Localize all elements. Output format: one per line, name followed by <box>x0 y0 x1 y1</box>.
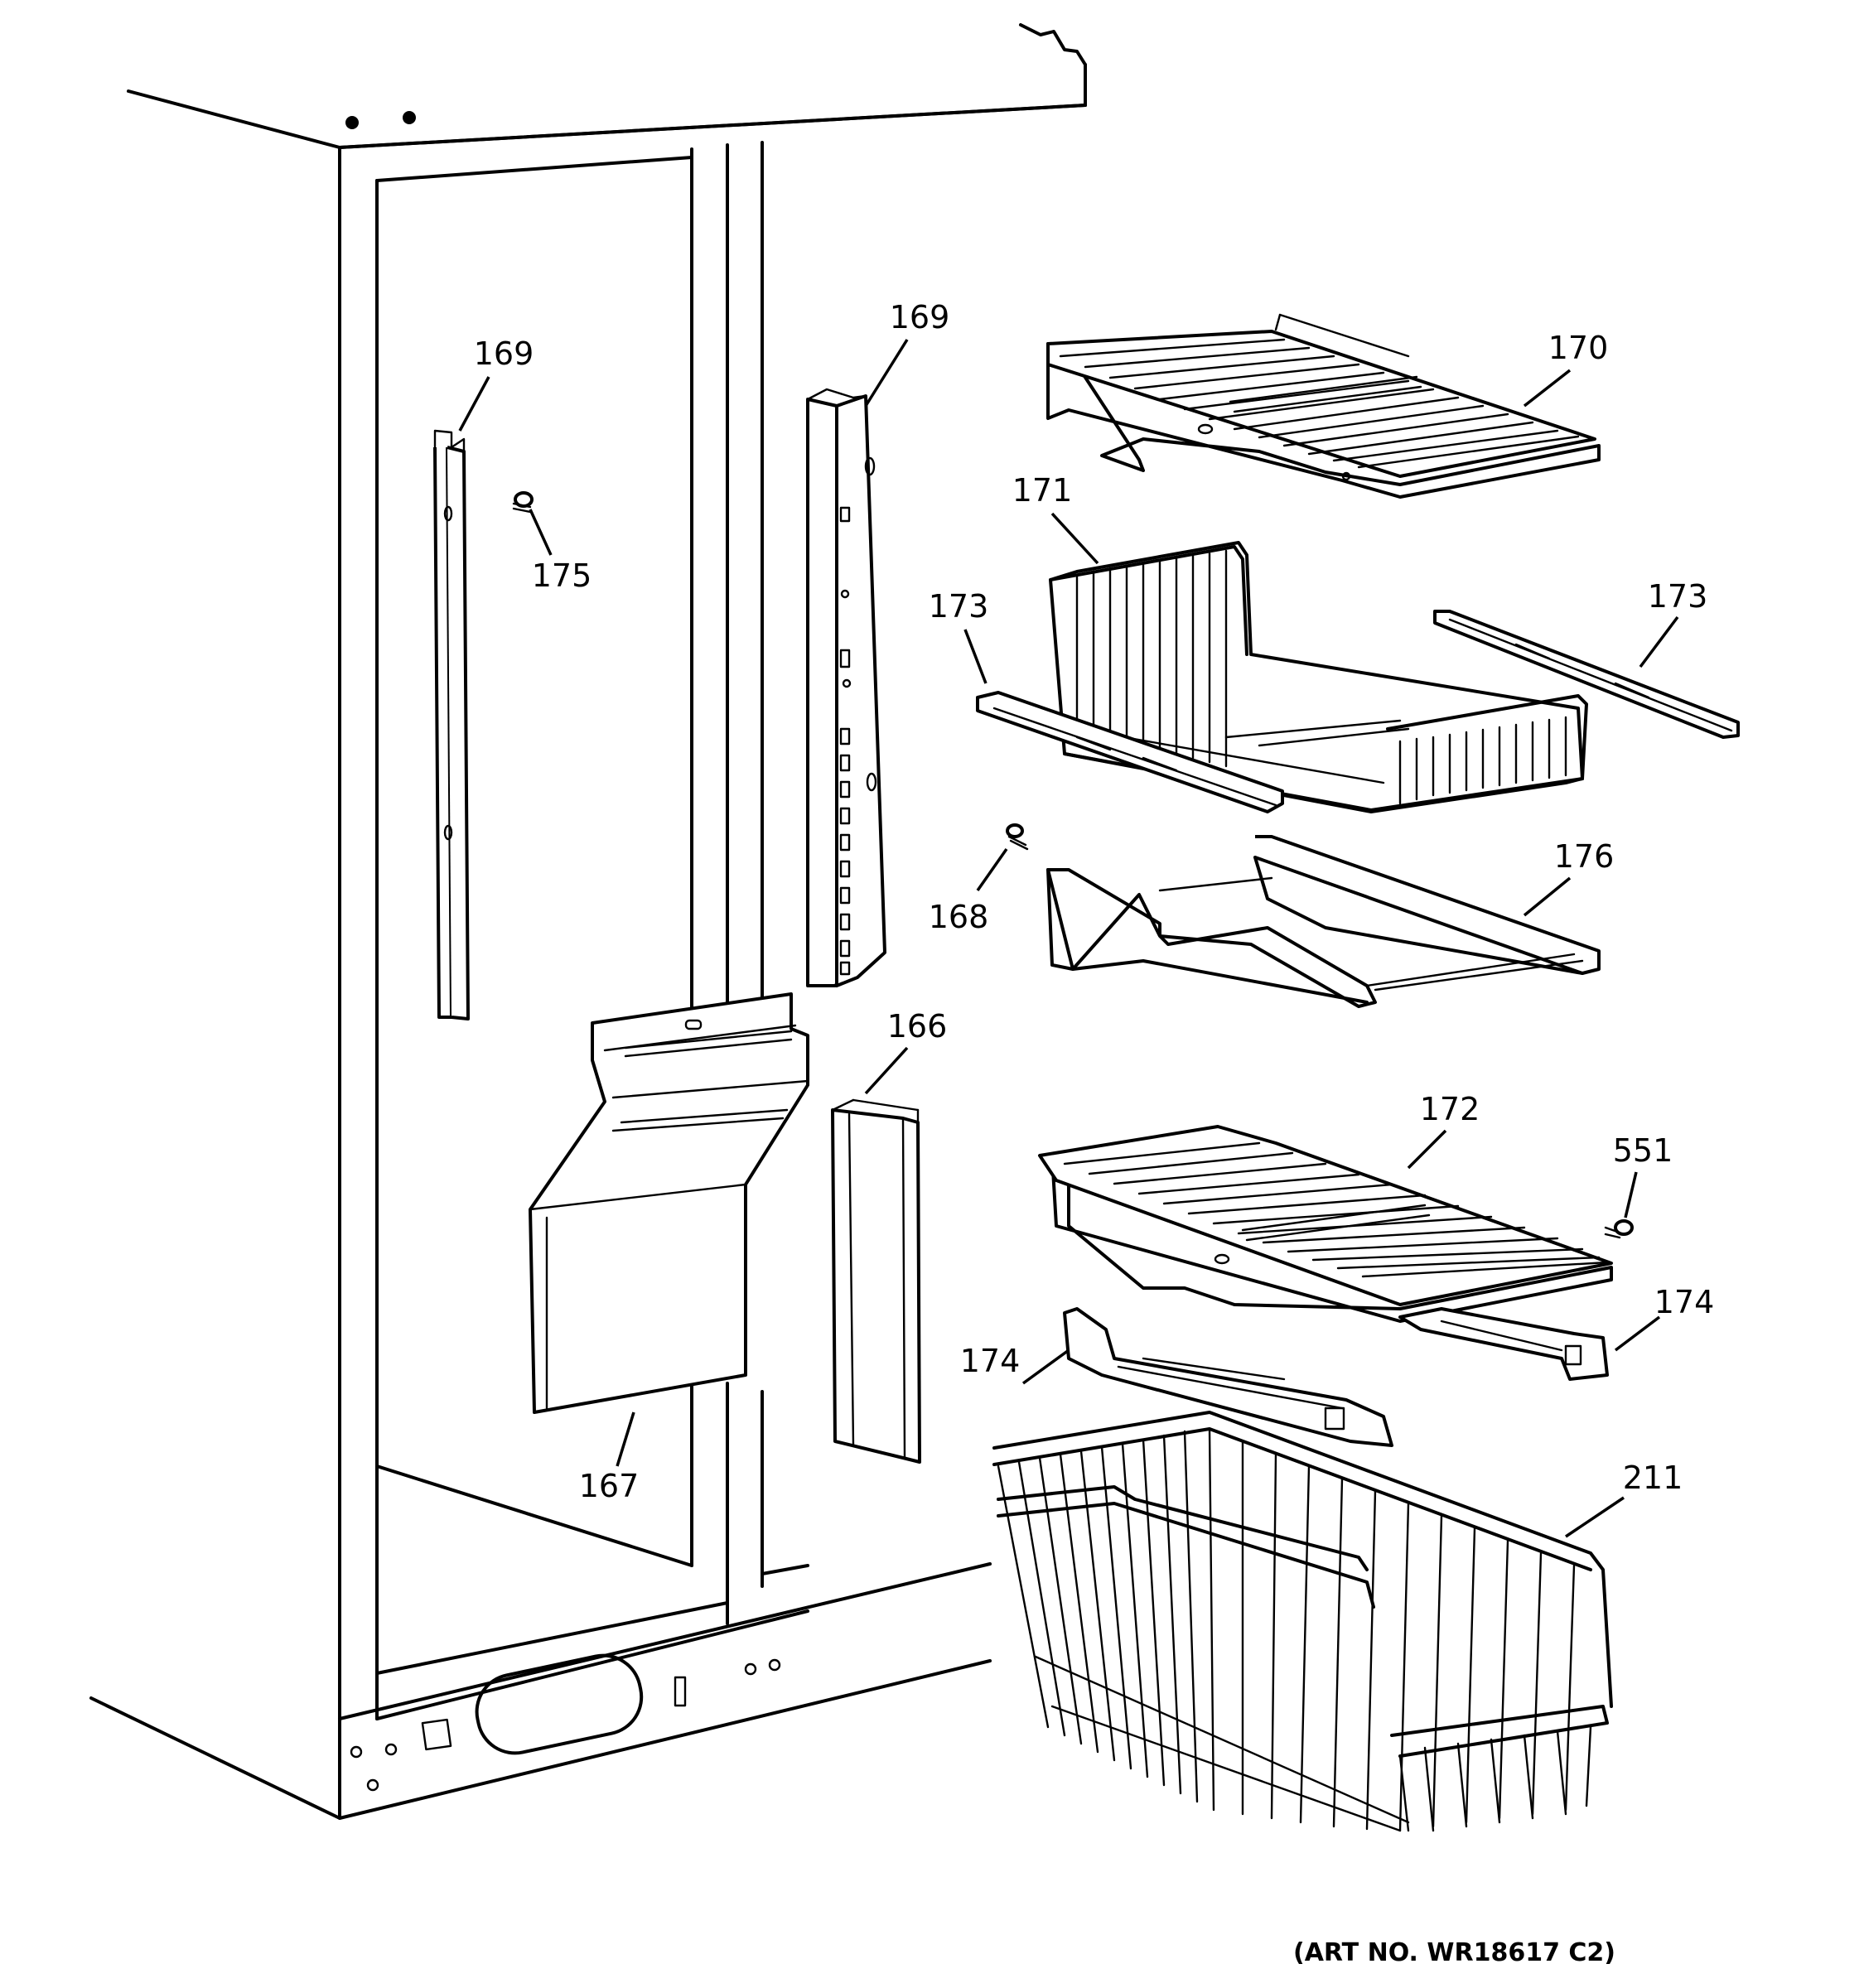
screw-hole-icon <box>345 116 359 129</box>
callout-169-right: 169 <box>890 299 950 335</box>
screw-175-icon <box>512 491 534 514</box>
wire-basket-upper <box>1049 541 1588 813</box>
shelf-support-rail-right <box>806 388 886 987</box>
callout-173-right: 173 <box>1648 578 1708 615</box>
wire-basket-lower <box>992 1411 1613 1832</box>
callout-211: 211 <box>1623 1460 1683 1496</box>
screw-hole-icon <box>403 111 416 124</box>
callout-172: 172 <box>1420 1091 1480 1127</box>
air-duct-panel <box>529 992 809 1414</box>
callout-551: 551 <box>1613 1132 1673 1169</box>
leader-lines <box>458 339 1679 1538</box>
callout-174-left: 174 <box>960 1343 1021 1379</box>
callout-176: 176 <box>1554 838 1615 875</box>
slide-rail-left <box>976 691 1284 813</box>
wire-shelf-top <box>1046 313 1601 499</box>
shelf-frame <box>1046 835 1601 1008</box>
slide-rail-right <box>1433 610 1740 739</box>
callout-168: 168 <box>929 899 989 935</box>
callout-166: 166 <box>887 1008 948 1045</box>
callout-170: 170 <box>1548 330 1609 366</box>
basket-slide-bracket-left <box>1063 1307 1393 1447</box>
cabinet-outline <box>89 23 1087 1820</box>
callout-175: 175 <box>532 557 592 594</box>
callout-labels: 169 169 175 170 171 173 173 168 176 166 … <box>474 299 1715 1504</box>
screw-551-icon <box>1604 1219 1634 1239</box>
shelf-support-rail-left <box>433 429 470 1021</box>
callout-167: 167 <box>579 1468 640 1504</box>
mullion-trim <box>831 1098 921 1464</box>
screw-168-icon <box>1006 823 1029 851</box>
art-number: (ART NO. WR18617 C2) <box>1293 1938 1615 1967</box>
callout-174-right: 174 <box>1654 1284 1715 1320</box>
wire-shelf-lower <box>1038 1125 1613 1323</box>
callout-171: 171 <box>1012 472 1073 509</box>
basket-slide-bracket-right <box>1398 1307 1609 1381</box>
callout-173-left: 173 <box>929 588 989 625</box>
callout-169-left: 169 <box>474 335 534 372</box>
